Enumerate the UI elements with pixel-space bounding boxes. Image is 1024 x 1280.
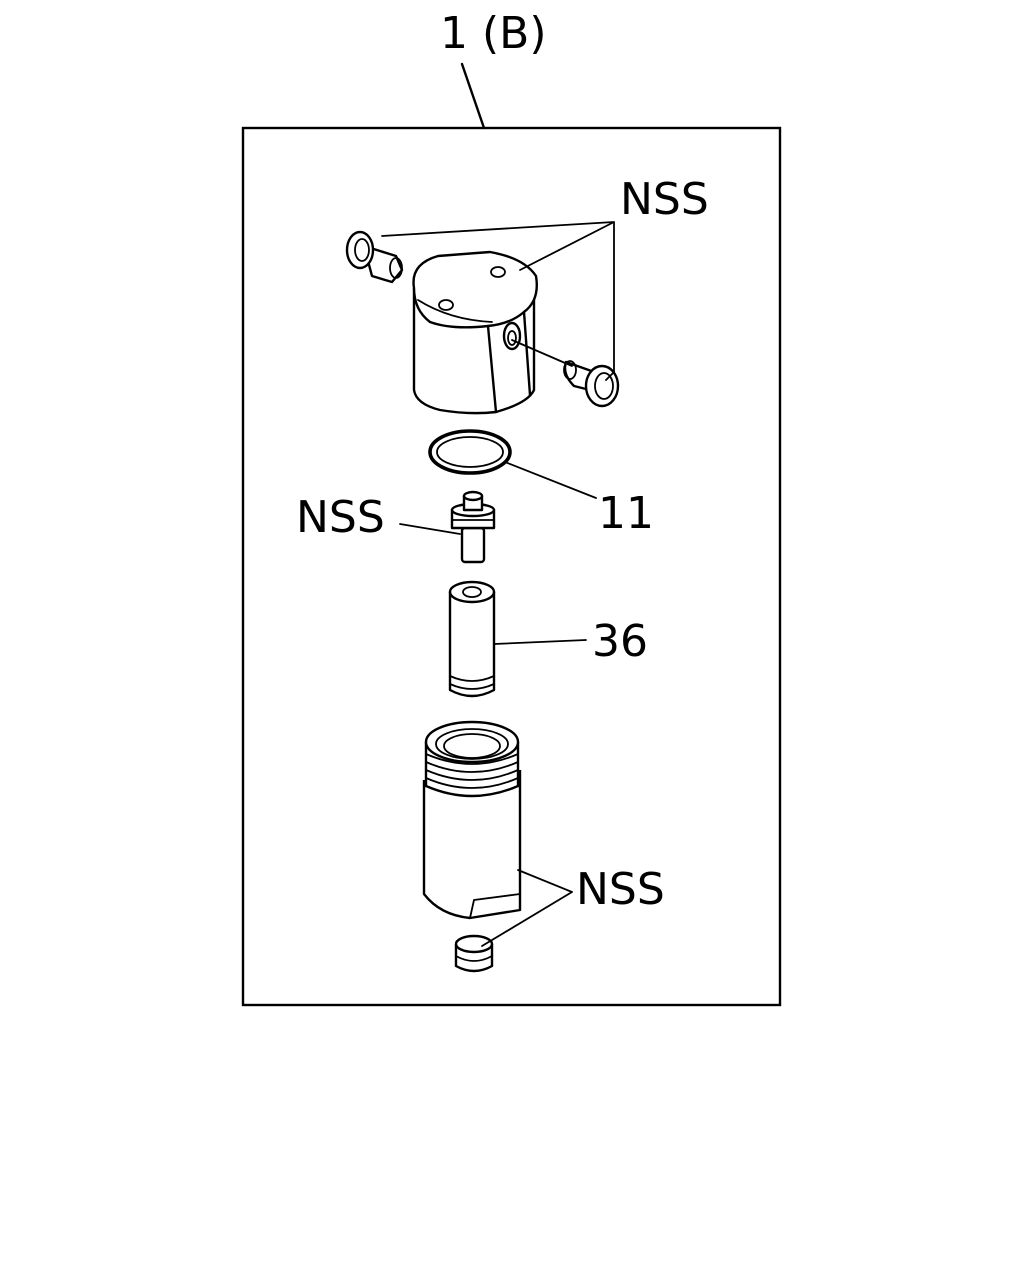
nss-label-top: NSS <box>620 174 709 225</box>
nss-label-bottom: NSS <box>576 864 665 915</box>
drain-plug <box>454 934 494 973</box>
nss-middle-leader <box>399 523 461 535</box>
part-36-label: 36 <box>592 616 648 667</box>
head-block <box>412 250 538 415</box>
nss-top-leader <box>381 221 615 381</box>
nss-bottom-leader <box>481 869 573 947</box>
top-left-screw <box>345 230 404 284</box>
screw-axis-line <box>511 339 573 367</box>
valve-pin <box>450 490 496 564</box>
part-36-leader <box>493 639 587 645</box>
nss-label-middle: NSS <box>296 492 385 543</box>
part-11-label: 11 <box>598 488 654 539</box>
filter-housing <box>422 720 522 920</box>
assembly-leader <box>460 62 486 130</box>
o-ring <box>428 429 512 475</box>
filter-element <box>448 580 496 698</box>
diagram-frame <box>241 126 782 1007</box>
assembly-label: 1 (B) <box>440 8 547 59</box>
part-11-leader <box>504 461 597 499</box>
right-screw <box>563 360 620 408</box>
